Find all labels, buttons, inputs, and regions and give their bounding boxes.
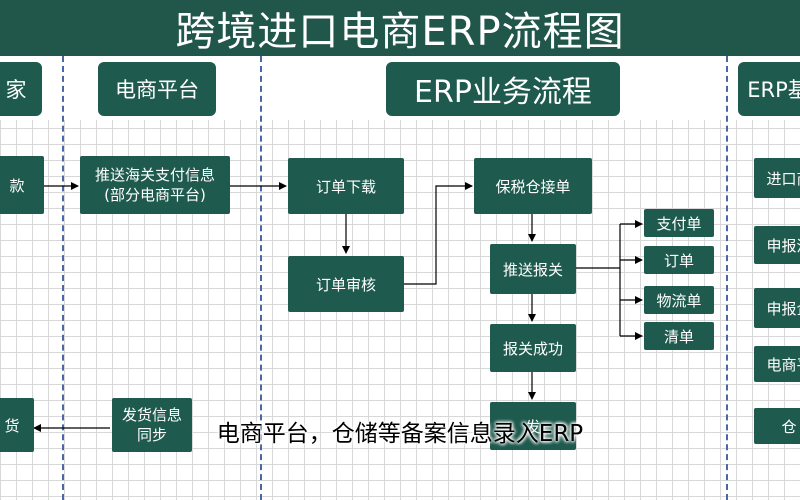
node-label-line1: 发货信息 bbox=[121, 406, 182, 424]
node-pay: 款 bbox=[0, 156, 44, 214]
video-subtitle: 电商平台，仓储等备案信息录入ERP bbox=[216, 421, 584, 447]
node-push-declare: 推送报关 bbox=[490, 244, 576, 294]
node-base-declare-flow: 申报流 bbox=[754, 226, 800, 264]
node-label-line2: 同步 bbox=[136, 426, 167, 444]
node-push-customs-payment: 推送海关支付信息 (部分电商平台) bbox=[80, 156, 230, 214]
node-label-line1: 推送海关支付信息 bbox=[94, 166, 215, 184]
node-bonded-accept: 保税仓接单 bbox=[474, 158, 592, 214]
lane-header-left: 家 bbox=[0, 62, 42, 116]
node-base-warehouse: 仓 bbox=[754, 408, 800, 444]
node-ship-info-sync: 发货信息 同步 bbox=[112, 398, 192, 452]
node-order-download: 订单下载 bbox=[288, 158, 404, 214]
node-manifest: 清单 bbox=[644, 322, 714, 350]
node-ship-out: 发 bbox=[490, 402, 576, 450]
node-order-review: 订单审核 bbox=[288, 256, 404, 312]
lane-divider bbox=[260, 56, 262, 500]
node-base-declare-enterprise: 申报企 bbox=[754, 288, 800, 328]
lane-header-erp-flow: ERP业务流程 bbox=[386, 62, 620, 116]
node-declare-success: 报关成功 bbox=[490, 324, 576, 372]
arrow-review-to-bonded bbox=[404, 182, 473, 285]
node-order-slip: 订单 bbox=[644, 246, 714, 274]
lane-header-platform: 电商平台 bbox=[98, 62, 216, 116]
node-base-importer: 进口商 bbox=[754, 158, 800, 198]
node-label-line2: (部分电商平台) bbox=[104, 186, 206, 204]
lane-header-erp-base: ERP基 bbox=[738, 62, 800, 116]
node-logistics-slip: 物流单 bbox=[644, 286, 714, 314]
lane-divider bbox=[62, 56, 64, 500]
node-payment-slip: 支付单 bbox=[644, 209, 714, 237]
page-title: 跨境进口电商ERP流程图 bbox=[0, 0, 800, 56]
node-ship: 货 bbox=[0, 398, 34, 452]
lane-divider bbox=[726, 56, 728, 500]
node-base-platform: 电商平 bbox=[754, 346, 800, 382]
